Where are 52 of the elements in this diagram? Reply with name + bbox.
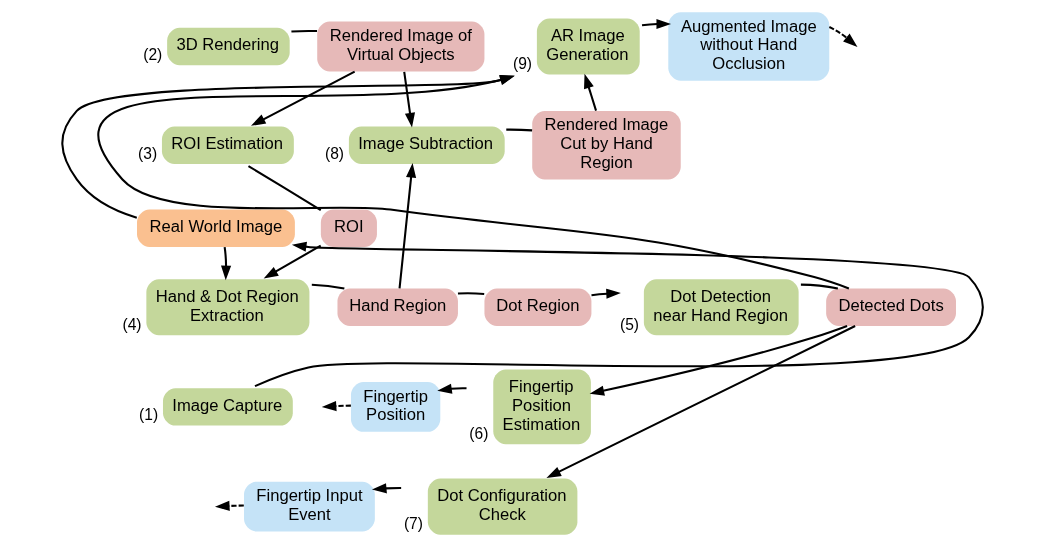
connector <box>247 165 322 211</box>
node-box: Dot Region <box>484 288 592 326</box>
node-box: Fingertip Position Estimation <box>493 369 591 445</box>
node-box: ROI <box>320 209 377 247</box>
arrow <box>215 500 244 512</box>
node-box: Hand & Dot Region Extraction <box>146 279 310 336</box>
node-box: Image Capture <box>163 388 293 426</box>
arrow <box>321 401 351 412</box>
node-box: AR Image Generation <box>536 18 640 75</box>
node-label: (1) <box>139 406 159 424</box>
connector <box>457 292 485 295</box>
arrow <box>98 75 850 290</box>
node-box: Hand Region <box>337 288 458 326</box>
node-label: (3) <box>138 144 158 162</box>
node-label: (2) <box>143 46 163 64</box>
arrow <box>398 163 417 289</box>
arrow <box>263 244 322 279</box>
node-box: Fingertip Input Event <box>244 481 375 532</box>
arrow <box>641 18 672 30</box>
node-box: Rendered Image of Virtual Objects <box>317 21 485 72</box>
node-box: ROI Estimation <box>161 126 294 164</box>
arrow <box>403 71 416 128</box>
node-box: Rendered Image Cut by Hand Region <box>532 110 681 180</box>
node-label: (4) <box>122 316 142 334</box>
node-box: 3D Rendering <box>167 27 290 66</box>
node-box: Image Subtraction <box>348 126 505 164</box>
node-label: (6) <box>469 425 489 443</box>
connector <box>311 283 345 290</box>
arrow <box>828 26 858 47</box>
arrow <box>251 70 356 126</box>
node-box: Augmented Image without Hand Occlusion <box>668 12 830 81</box>
arrow <box>61 75 515 219</box>
node-box: Dot Configuration Check <box>427 478 578 535</box>
arrow <box>254 241 984 388</box>
connector <box>291 29 318 33</box>
node-label: (8) <box>325 144 345 162</box>
node-label: (5) <box>619 316 640 334</box>
node-label: (7) <box>403 515 423 533</box>
node-box: Fingertip Position <box>350 382 441 432</box>
node-box: Dot Detection near Hand Region <box>643 279 799 336</box>
arrow <box>221 247 232 281</box>
arrow <box>584 73 597 111</box>
arrow <box>546 325 856 478</box>
node-box: Real World Image <box>137 209 295 247</box>
arrow <box>591 288 621 299</box>
connector <box>800 283 839 290</box>
arrow <box>589 325 848 396</box>
connector <box>506 128 533 132</box>
arrow <box>371 483 402 494</box>
arrow <box>437 383 467 394</box>
node-label: (9) <box>513 55 533 73</box>
node-box: Detected Dots <box>826 288 956 326</box>
